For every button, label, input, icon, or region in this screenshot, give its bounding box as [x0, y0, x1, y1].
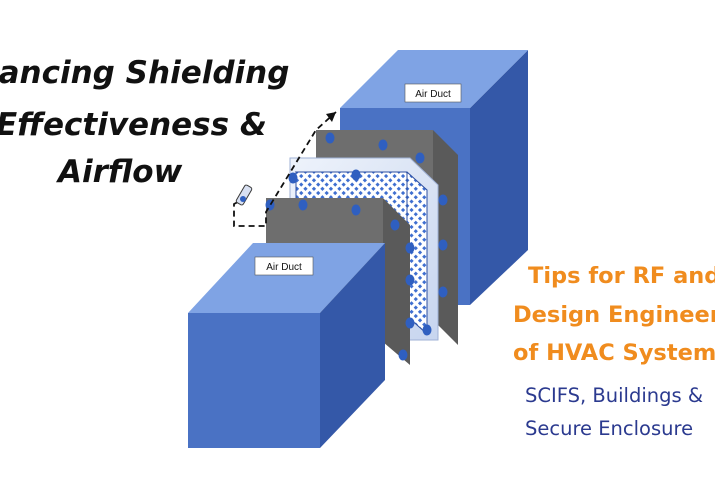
- duct-lower-side: [320, 243, 385, 448]
- duct-upper-side: [470, 50, 528, 305]
- duct-lower-label-box: [254, 256, 314, 276]
- duct-lower-front: [188, 313, 320, 448]
- air-duct-lower: Air Duct: [188, 243, 385, 448]
- duct-upper-top: [340, 50, 528, 108]
- connector-icon: [235, 184, 253, 206]
- duct-upper-label: Air Duct: [415, 89, 451, 100]
- subheading-line-1: SCIFS, Buildings &: [525, 384, 704, 407]
- arrow-head-icon: [326, 112, 336, 122]
- tips-line-1: Tips for RF and: [528, 263, 715, 289]
- heading-line-1: lancing Shielding: [0, 55, 290, 91]
- duct-lower-top: [188, 243, 385, 313]
- heading-line-3: Airflow: [58, 154, 183, 190]
- grounding-wire: [233, 111, 337, 227]
- tips-line-3: of HVAC System: [513, 340, 715, 366]
- heading-line-2: Effectiveness &: [0, 107, 267, 143]
- duct-lower-label: Air Duct: [266, 262, 302, 273]
- bolt-group: [265, 132, 448, 361]
- duct-upper-label-box: [404, 83, 462, 103]
- tips-line-2: Design Engineer: [513, 302, 715, 328]
- subheading-line-2: Secure Enclosure: [525, 417, 694, 440]
